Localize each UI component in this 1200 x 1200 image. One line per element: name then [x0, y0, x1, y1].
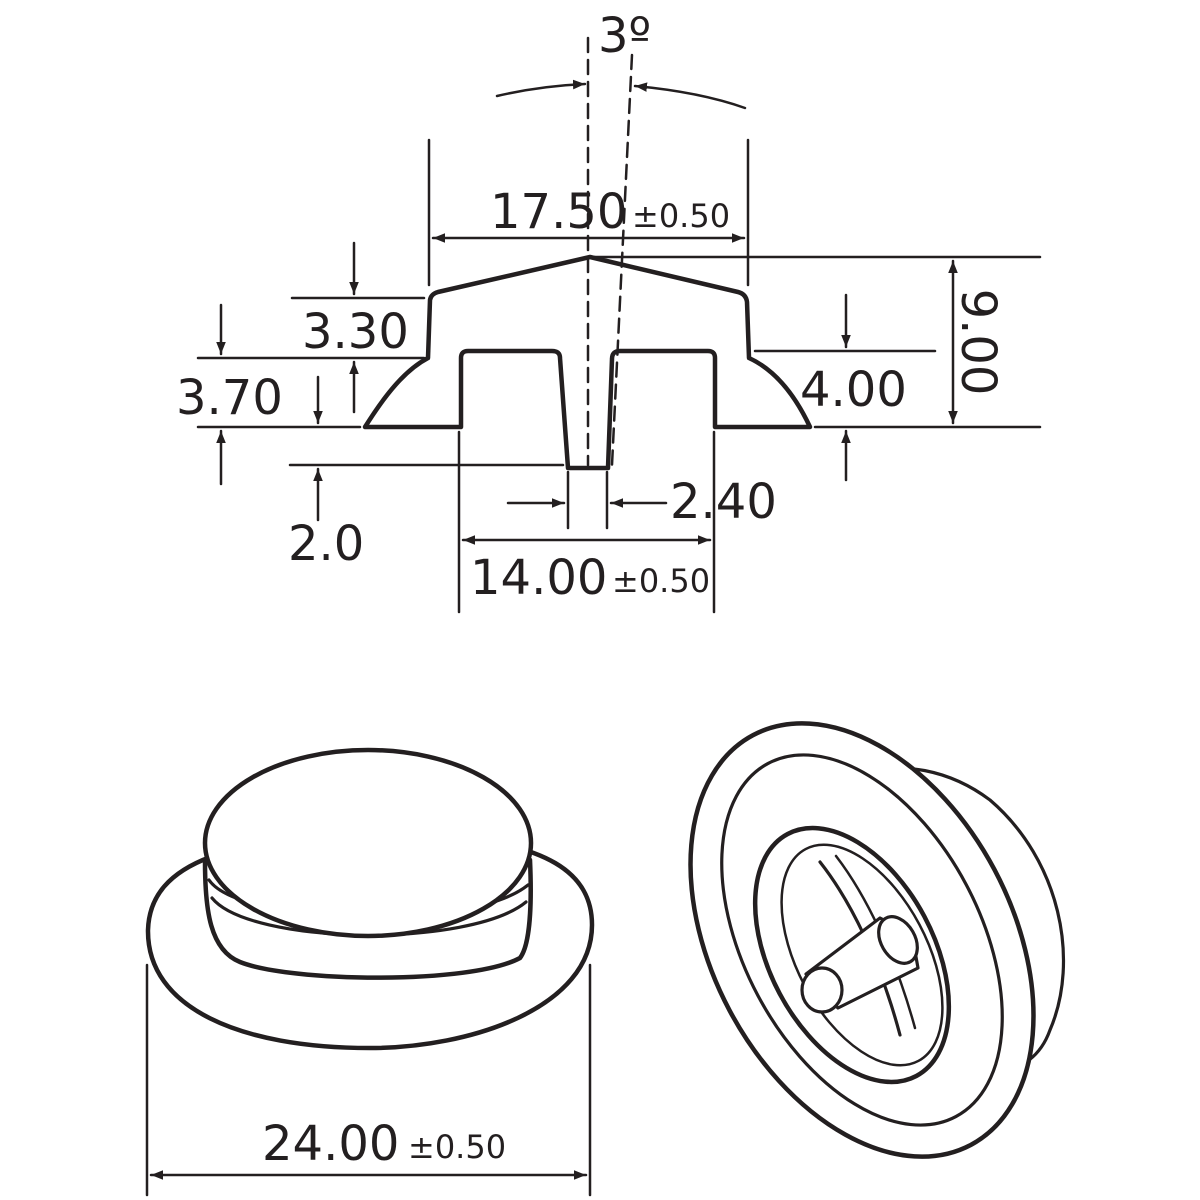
- pin-base: [877, 915, 919, 965]
- label-inner-height: 4.00: [800, 362, 907, 418]
- section-view: 3º 17.50 ±0.50 3.30 3.70 4.00 9.00 2.40 …: [176, 8, 1042, 614]
- label-flange-height: 3.70: [176, 370, 283, 426]
- label-diameter: 24.00: [262, 1116, 399, 1172]
- isometric-bottom-view: [688, 721, 1066, 1159]
- label-width-top: 17.50: [490, 184, 627, 240]
- label-base-width: 14.00: [470, 550, 607, 606]
- label-slot-depth: 2.0: [288, 516, 364, 572]
- cap-top: [202, 747, 534, 939]
- isometric-top-view: 24.00 ±0.50: [145, 747, 595, 1197]
- part-profile: [362, 254, 813, 471]
- label-diameter-tol: ±0.50: [408, 1128, 506, 1166]
- label-width-top-tol: ±0.50: [632, 197, 730, 235]
- flange-inner: [720, 753, 1004, 1127]
- label-slot-width: 2.40: [670, 474, 777, 530]
- angle-arrow-right: [633, 82, 747, 110]
- pin-head: [800, 966, 844, 1014]
- label-angle: 3º: [598, 8, 651, 64]
- label-base-width-tol: ±0.50: [612, 562, 710, 600]
- draft-axis: [610, 53, 634, 467]
- label-total-height: 9.00: [950, 289, 1006, 396]
- label-cap-height: 3.30: [302, 304, 409, 360]
- angle-arrow-left: [495, 79, 587, 98]
